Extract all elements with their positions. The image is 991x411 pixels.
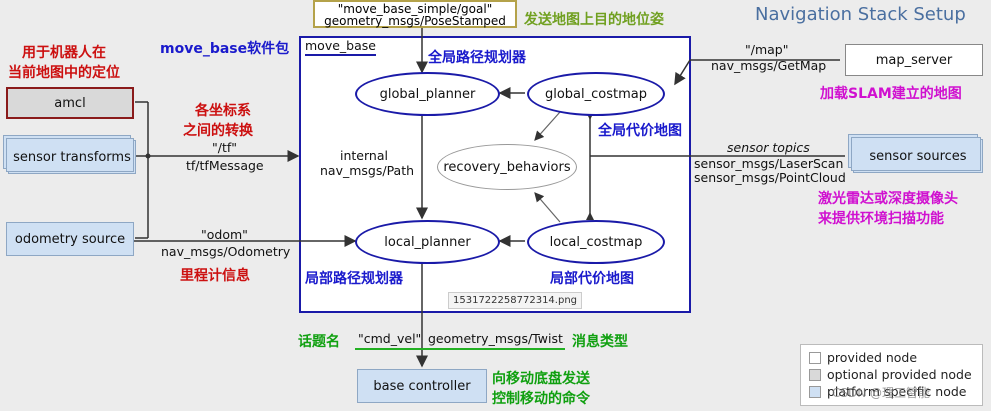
- amcl-note-2: 当前地图中的定位: [8, 65, 120, 81]
- global-costmap-node[interactable]: global_costmap: [527, 72, 665, 116]
- base-controller-node[interactable]: base controller: [357, 369, 487, 403]
- legend-item-provided: provided node: [809, 350, 974, 365]
- internal-label: internal: [340, 148, 388, 163]
- file-name-label: 1531722258772314.png: [448, 292, 583, 309]
- tf-type-label: tf/tfMessage: [186, 158, 264, 173]
- laser-scan-label: sensor_msgs/LaserScan: [694, 156, 844, 171]
- topic-name-note: 话题名: [298, 334, 340, 350]
- odom-topic-label: "odom": [201, 227, 248, 242]
- legend-swatch: [809, 351, 821, 364]
- base-note-1: 向移动底盘发送: [492, 371, 590, 387]
- map-topic-label: "/map": [745, 42, 789, 57]
- legend-item-platform: platform specific node: [809, 384, 974, 399]
- legend-item-optional: optional provided node: [809, 367, 974, 382]
- legend-swatch: [809, 368, 821, 381]
- goal-topic-type: geometry_msgs/PoseStamped: [324, 14, 506, 28]
- move-base-pkg-note: move_base软件包: [160, 41, 290, 57]
- watermark: CSDN @理工智能: [832, 386, 931, 400]
- local-costmap-node[interactable]: local_costmap: [527, 220, 665, 264]
- path-type-label: nav_msgs/Path: [320, 163, 415, 178]
- recovery-behaviors-node[interactable]: recovery_behaviors: [437, 144, 577, 190]
- sensor-note-1: 激光雷达或深度摄像头: [818, 191, 958, 207]
- odometry-source-node[interactable]: odometry source: [6, 222, 134, 256]
- sensor-note-2: 来提供环境扫描功能: [818, 211, 944, 227]
- sensor-sources-node[interactable]: sensor sources: [848, 134, 983, 173]
- goal-topic-name: "move_base_simple/goal": [337, 2, 493, 16]
- tf-note-1: 各坐标系: [195, 103, 251, 119]
- point-cloud-label: sensor_msgs/PointCloud: [694, 170, 846, 185]
- legend-label: optional provided node: [827, 367, 972, 382]
- tf-note-2: 之间的转换: [183, 123, 253, 139]
- twist-type-label: geometry_msgs/Twist: [428, 331, 563, 346]
- goal-note: 发送地图上目的地位姿: [524, 12, 664, 28]
- local-planner-node[interactable]: local_planner: [355, 220, 500, 264]
- map-type-label: nav_msgs/GetMap: [711, 58, 827, 73]
- msg-type-note: 消息类型: [572, 334, 628, 350]
- amcl-note-1: 用于机器人在: [22, 45, 106, 61]
- odom-note: 里程计信息: [180, 268, 250, 284]
- legend-swatch: [809, 385, 821, 398]
- global-costmap-note: 全局代价地图: [598, 123, 682, 139]
- tf-topic-label: "/tf": [212, 140, 238, 155]
- global-planner-note: 全局路径规划器: [428, 50, 526, 66]
- cmd-vel-label: "cmd_vel": [358, 331, 422, 346]
- global-planner-node[interactable]: global_planner: [355, 72, 500, 116]
- page-title: Navigation Stack Setup: [755, 4, 966, 25]
- sensor-topics-label: sensor topics: [727, 140, 810, 155]
- amcl-node[interactable]: amcl: [6, 87, 134, 119]
- base-note-2: 控制移动的命令: [492, 391, 590, 407]
- sensor-transforms-node[interactable]: sensor transforms: [3, 135, 136, 174]
- goal-topic-box: "move_base_simple/goal" geometry_msgs/Po…: [313, 0, 517, 28]
- legend-label: platform specific node: [827, 384, 967, 399]
- map-server-node[interactable]: map_server: [845, 44, 983, 76]
- move-base-label: move_base: [305, 38, 376, 56]
- map-note: 加载SLAM建立的地图: [820, 86, 962, 102]
- legend: provided node optional provided node pla…: [800, 344, 983, 406]
- local-planner-note: 局部路径规划器: [305, 271, 403, 287]
- odom-type-label: nav_msgs/Odometry: [161, 244, 291, 259]
- local-costmap-note: 局部代价地图: [550, 271, 634, 287]
- legend-label: provided node: [827, 350, 918, 365]
